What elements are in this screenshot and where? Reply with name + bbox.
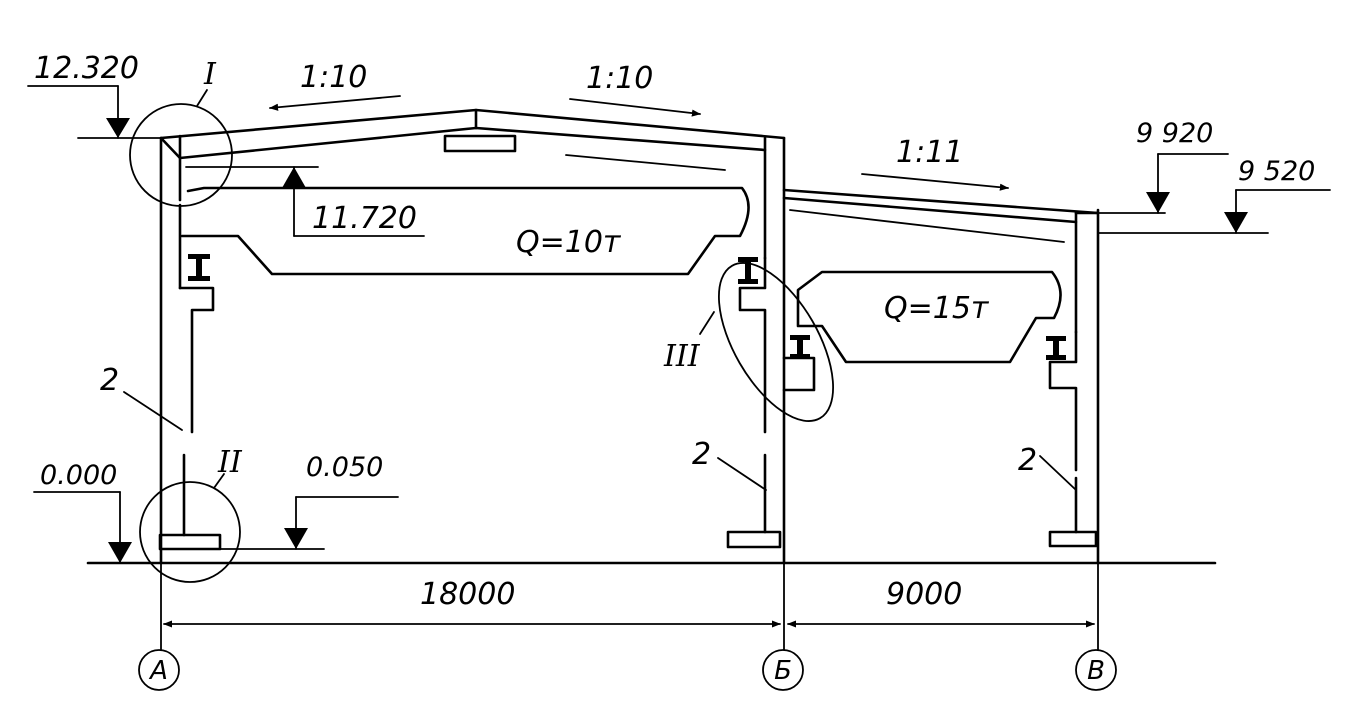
elevation-mark-foundation: 0.050 <box>217 452 399 550</box>
elevation-mark-top-left: 12.320 <box>27 51 162 139</box>
elevation-label-crane: 11.720 <box>312 201 417 236</box>
crane-capacity-main: Q=10т <box>516 225 622 260</box>
rail-i-low-right <box>1046 336 1066 360</box>
slope-right: 1:10 <box>569 61 701 117</box>
main-roof-truss <box>159 108 786 171</box>
slope-label-right: 1:10 <box>586 61 653 96</box>
detail-label-3: III <box>663 339 701 374</box>
detail-callout-1: I <box>129 57 233 207</box>
elevation-mark-low-upper: 9 920 <box>1097 118 1229 214</box>
footing-v <box>1048 530 1098 548</box>
member-mark-v: 2 <box>1018 443 1077 491</box>
slope-low: 1:11 <box>861 135 1009 191</box>
elevation-label-low-upper: 9 920 <box>1136 118 1213 149</box>
low-roof <box>782 188 1100 243</box>
rail-i-middle <box>738 257 758 284</box>
member-mark-b-label: 2 <box>692 437 711 472</box>
elevation-mark-crane: 11.720 <box>185 166 425 237</box>
elevation-label-foundation: 0.050 <box>306 452 383 483</box>
detail-label-2: II <box>217 445 243 480</box>
slope-label-low: 1:11 <box>896 135 963 170</box>
footing-b <box>726 530 782 549</box>
axis-bubble-v: В <box>1075 649 1117 691</box>
crane-main-span <box>180 186 750 276</box>
slope-label-left: 1:10 <box>300 60 367 95</box>
dimension-label-bv: 9000 <box>886 577 962 612</box>
slope-left: 1:10 <box>269 60 401 111</box>
dimension-line: 18000 9000 <box>160 562 1099 651</box>
rail-i-left <box>188 254 210 281</box>
detail-label-1: I <box>203 57 217 92</box>
member-mark-v-label: 2 <box>1018 443 1037 478</box>
crane-capacity-low: Q=15т <box>884 291 990 326</box>
detail-callout-3: III <box>663 262 834 422</box>
dimension-label-ab: 18000 <box>420 577 515 612</box>
column-v <box>1048 208 1100 565</box>
detail-callout-2: II <box>139 445 243 583</box>
axis-label-b: Б <box>774 656 792 686</box>
member-mark-a: 2 <box>100 363 183 431</box>
rail-i-low-left <box>790 335 810 359</box>
crane-low-span <box>796 270 1062 364</box>
axis-label-a: А <box>148 656 168 686</box>
elevation-label-floor: 0.000 <box>40 460 117 491</box>
axis-bubble-a: А <box>138 649 180 691</box>
elevation-label-top-left: 12.320 <box>34 51 139 86</box>
elevation-mark-floor: 0.000 <box>33 460 132 564</box>
elevation-mark-low-lower: 9 520 <box>1097 156 1331 234</box>
axis-bubble-b: Б <box>762 649 804 691</box>
axis-label-v: В <box>1087 656 1105 686</box>
elevation-label-low-lower: 9 520 <box>1238 156 1315 187</box>
footing-a <box>158 533 222 551</box>
member-mark-b: 2 <box>692 437 767 491</box>
member-mark-a-label: 2 <box>100 363 119 398</box>
